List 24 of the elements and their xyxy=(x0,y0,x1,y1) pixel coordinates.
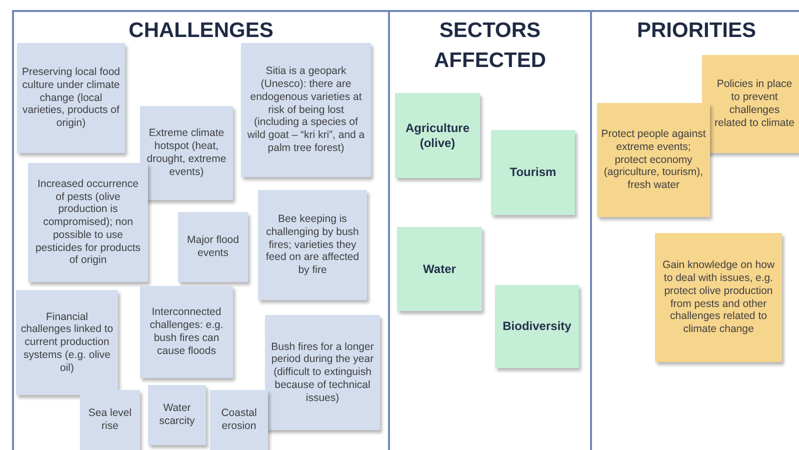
challenge-note: Coastal erosion xyxy=(210,390,268,450)
column-panel xyxy=(12,10,388,450)
column-heading: SECTORS AFFECTED xyxy=(433,18,547,74)
challenge-note: Increased occurrence of pests (olive production is compromised); non possible to use pesticides for products of origin xyxy=(28,163,148,282)
sector-note: Tourism xyxy=(491,130,575,215)
sector-note: Water xyxy=(397,227,482,311)
challenge-note: Sitia is a geopark (Unesco): there are endogenous varieties at risk of being lost (including a species of wild goat – “kri kri”, and a palm tree forest) xyxy=(241,43,371,177)
column-panel xyxy=(388,10,590,450)
challenge-note: Preserving local food culture under climate change (local varieties, products of origin) xyxy=(17,43,125,153)
column-panel xyxy=(590,10,799,450)
challenge-note: Major flood events xyxy=(178,212,248,282)
challenge-note: Financial challenges linked to current production systems (e.g. olive oil) xyxy=(16,290,118,395)
challenge-note: Bee keeping is challenging by bush fires; varieties they feed on are affected by fire xyxy=(258,190,367,300)
priority-note: Protect people against extreme events; protect economy (agriculture, tourism), fresh water xyxy=(597,103,710,217)
sector-note: Biodiversity xyxy=(495,285,579,368)
priority-note: Gain knowledge on how to deal with issues, e.g. protect olive production from pests and other challenges related to climate change xyxy=(655,233,782,362)
challenge-note: Interconnected challenges: e.g. bush fires can cause floods xyxy=(140,286,233,378)
column-heading: CHALLENGES xyxy=(128,18,274,44)
column-heading: PRIORITIES xyxy=(636,18,758,44)
challenge-note: Water scarcity xyxy=(148,385,206,445)
challenge-note: Sea level rise xyxy=(80,390,140,450)
challenge-note: Extreme climate hotspot (heat, drought, extreme events) xyxy=(140,106,233,200)
challenge-note: Bush fires for a longer period during the year (difficult to extinguish because of technical issues) xyxy=(265,315,380,430)
sector-note: Agriculture (olive) xyxy=(395,93,480,178)
